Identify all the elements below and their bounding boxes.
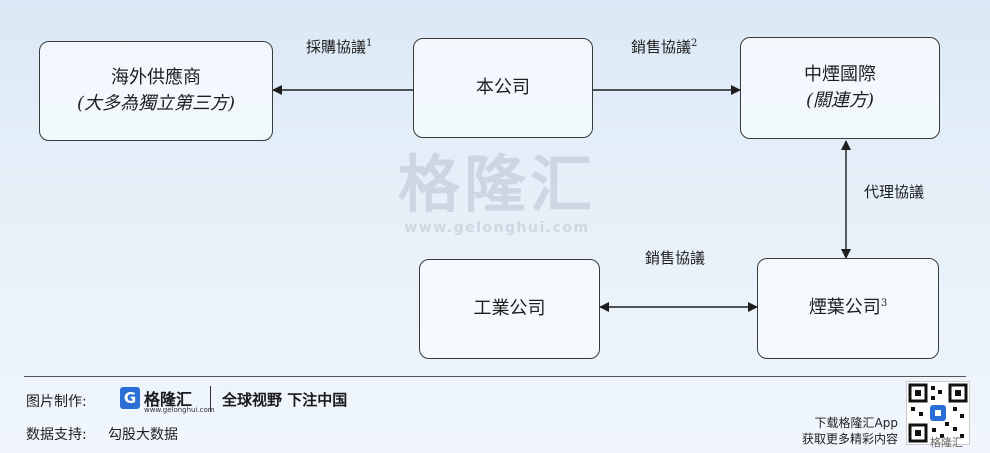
footer-slogan: 全球视野 下注中国 bbox=[222, 391, 348, 409]
footer-promo-line1: 下载格隆汇App bbox=[814, 416, 898, 430]
footer-logo-name: 格隆汇 bbox=[144, 390, 193, 409]
edge-sales-industrial-text: 銷售協議 bbox=[645, 249, 706, 267]
footer-logo-separator bbox=[210, 386, 211, 412]
footer-qr-brand: 格隆汇 bbox=[930, 436, 963, 449]
footer-promo-line2: 获取更多精彩内容 bbox=[801, 432, 898, 446]
node-tobacco-leaf-note: 3 bbox=[880, 298, 888, 310]
node-industrial-title: 工業公司 bbox=[473, 297, 546, 319]
watermark-brand: 格隆汇 bbox=[397, 148, 596, 221]
qr-code-icon[interactable] bbox=[906, 381, 970, 445]
node-overseas-subtitle: (大多為獨立第三方) bbox=[76, 93, 236, 114]
footer-divider bbox=[24, 376, 966, 377]
edge-sales-cti-text: 銷售協議 bbox=[631, 38, 692, 56]
edge-sales-industrial-label: 銷售協議 bbox=[645, 247, 705, 268]
edge-purchase-note: 1 bbox=[366, 38, 373, 49]
node-overseas-suppliers: 海外供應商 (大多為獨立第三方) bbox=[39, 41, 273, 141]
watermark: 格隆汇 www.gelonghui.com bbox=[384, 148, 610, 237]
node-cti-title: 中煙國際 bbox=[804, 63, 876, 85]
edge-sales-cti-label: 銷售協議2 bbox=[631, 36, 697, 57]
node-cti: 中煙國際 (關連方) bbox=[740, 37, 940, 139]
node-industrial-company: 工業公司 bbox=[419, 259, 600, 359]
gelonghui-logo-icon: G bbox=[120, 387, 140, 409]
footer-logo-url: www.gelonghui.com bbox=[144, 406, 215, 414]
node-tobacco-leaf-title-wrap: 煙葉公司3 bbox=[809, 295, 887, 321]
node-overseas-title: 海外供應商 bbox=[111, 66, 201, 88]
edge-purchase-label: 採購協議1 bbox=[306, 36, 372, 57]
node-tobacco-leaf-company: 煙葉公司3 bbox=[757, 258, 939, 359]
footer-credit-label: 图片制作: bbox=[26, 394, 87, 410]
node-cti-subtitle: (關連方) bbox=[805, 90, 875, 111]
watermark-url: www.gelonghui.com bbox=[404, 220, 590, 236]
node-company-title: 本公司 bbox=[476, 76, 530, 98]
edge-agency-text: 代理協議 bbox=[864, 183, 925, 201]
footer-data-source: 勾股大数据 bbox=[108, 427, 178, 443]
footer-data-label: 数据支持: bbox=[26, 427, 87, 443]
edge-purchase-text: 採購協議 bbox=[306, 38, 367, 56]
edge-agency-label: 代理協議 bbox=[864, 181, 924, 202]
edge-sales-cti-note: 2 bbox=[691, 38, 698, 49]
node-tobacco-leaf-title: 煙葉公司 bbox=[808, 297, 881, 319]
node-company: 本公司 bbox=[413, 38, 593, 138]
